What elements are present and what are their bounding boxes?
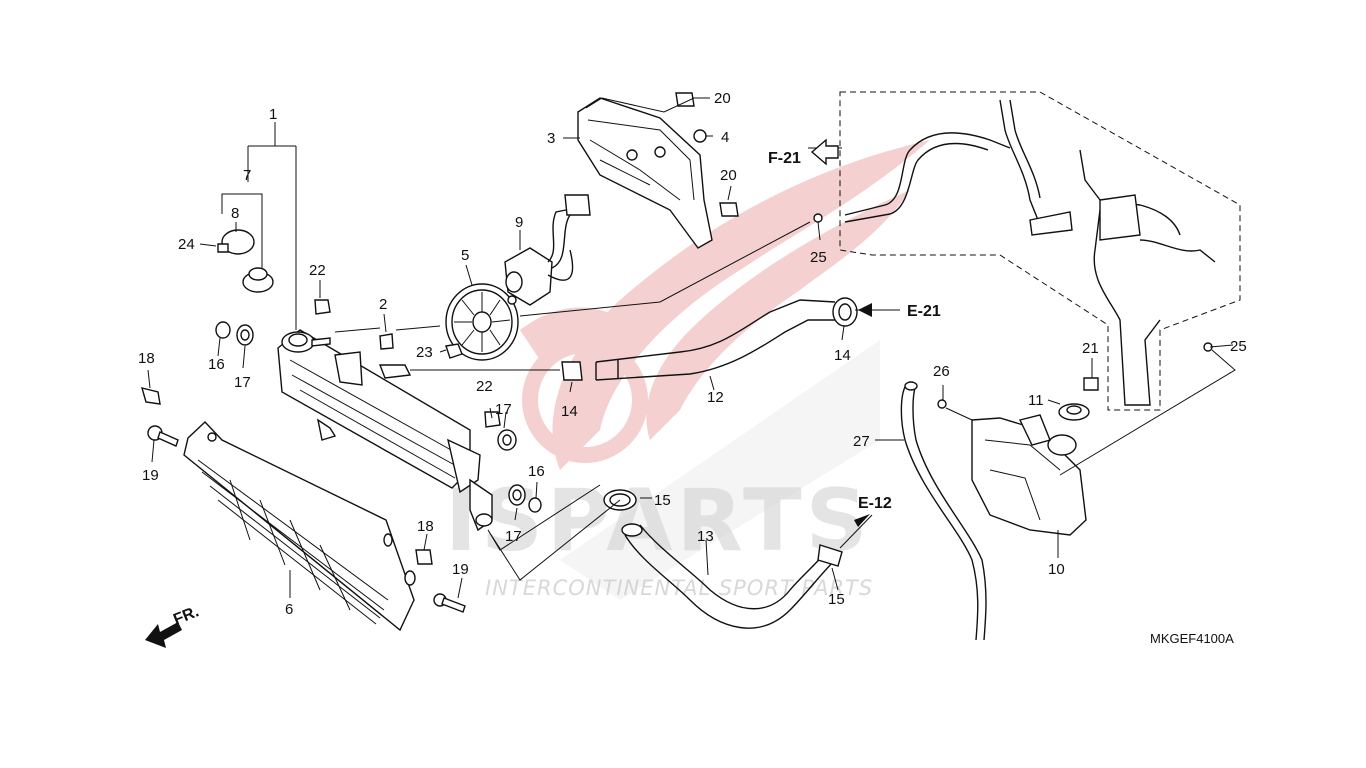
cooling-fan <box>445 283 519 361</box>
callout: 27 <box>853 433 870 450</box>
callout: 17 <box>495 401 512 418</box>
callout: 20 <box>720 167 737 184</box>
ref-e21: E-21 <box>907 303 941 320</box>
callout: 19 <box>142 467 159 484</box>
callout: 23 <box>416 344 433 361</box>
callout: 22 <box>309 262 326 279</box>
upper-hose <box>595 299 836 381</box>
watermark-tagline: INTERCONTINENTAL SPORT PARTS <box>485 576 873 600</box>
callout: 20 <box>714 90 731 107</box>
callout: 26 <box>933 363 950 380</box>
front-marker: FR. <box>171 603 201 628</box>
callout: 4 <box>721 129 729 146</box>
callout: 21 <box>1082 340 1099 357</box>
callout: 15 <box>654 492 671 509</box>
callout: 6 <box>285 601 293 618</box>
callout: 18 <box>417 518 434 535</box>
callout: 9 <box>515 214 523 231</box>
e12-arrow <box>854 514 870 527</box>
hardware <box>140 92 1213 613</box>
callout: 16 <box>528 463 545 480</box>
callout: 12 <box>707 389 724 406</box>
callout: 14 <box>834 347 851 364</box>
callout: 5 <box>461 247 469 264</box>
callout: 19 <box>452 561 469 578</box>
callout: 11 <box>1028 392 1044 409</box>
callout: 16 <box>208 356 225 373</box>
callout: 10 <box>1048 561 1065 578</box>
fan-motor <box>504 194 591 306</box>
fan-shroud <box>577 97 713 249</box>
callout: 14 <box>561 403 578 420</box>
radiator-grille <box>183 421 416 632</box>
ref-f21: F-21 <box>768 150 801 167</box>
leader-lines <box>147 97 1236 599</box>
ref-arrows <box>145 138 872 648</box>
radiator <box>277 329 493 532</box>
lower-hose <box>621 523 843 629</box>
callout: 1 <box>269 106 277 123</box>
callout: 13 <box>697 528 714 545</box>
callout: 3 <box>547 130 555 147</box>
callout: 15 <box>828 591 845 608</box>
callout: 17 <box>234 374 251 391</box>
callout: 2 <box>379 296 387 313</box>
callout: 18 <box>138 350 155 367</box>
callout: 22 <box>476 378 493 395</box>
callout: 25 <box>810 249 827 266</box>
ref-e12: E-12 <box>858 495 892 512</box>
callout: 25 <box>1230 338 1247 355</box>
diagram-code: MKGEF4100A <box>1150 631 1234 646</box>
callout: 7 <box>243 167 251 184</box>
reserve-tank <box>971 403 1090 536</box>
callout: 24 <box>178 236 195 253</box>
siphon-dashed-frame <box>839 91 1241 411</box>
front-arrow-icon <box>145 622 182 648</box>
overflow-tube <box>900 381 987 641</box>
watermark-brand: ISPARTS <box>445 471 872 571</box>
callout-labels: 1 2 3 4 5 6 7 8 9 10 11 12 13 14 14 15 1… <box>138 90 1247 618</box>
e21-arrow <box>858 303 872 317</box>
callout: 8 <box>231 205 239 222</box>
watermark-dots <box>560 340 880 600</box>
siphon-hoses <box>844 99 1216 406</box>
callout: 17 <box>505 528 522 545</box>
